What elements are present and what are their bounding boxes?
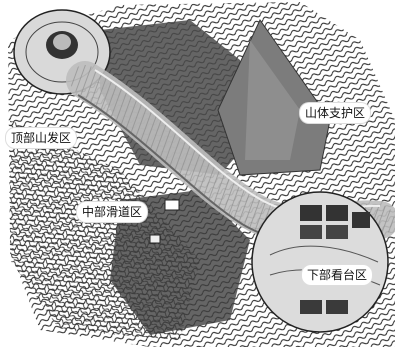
slope-support-shade <box>245 40 300 160</box>
label-slope-support: 山体支护区 <box>300 103 371 123</box>
building <box>149 234 161 244</box>
terrain-dark-lower <box>110 190 250 335</box>
summit-platform-ring <box>25 21 99 83</box>
grandstand-blocks <box>300 205 370 314</box>
label-lower-stands: 下部看台区 <box>302 265 373 285</box>
summit-tower-top <box>53 34 71 50</box>
building <box>164 199 180 211</box>
label-middle-track: 中部滑道区 <box>77 202 148 222</box>
label-summit-start: 顶部山发区 <box>6 128 77 148</box>
